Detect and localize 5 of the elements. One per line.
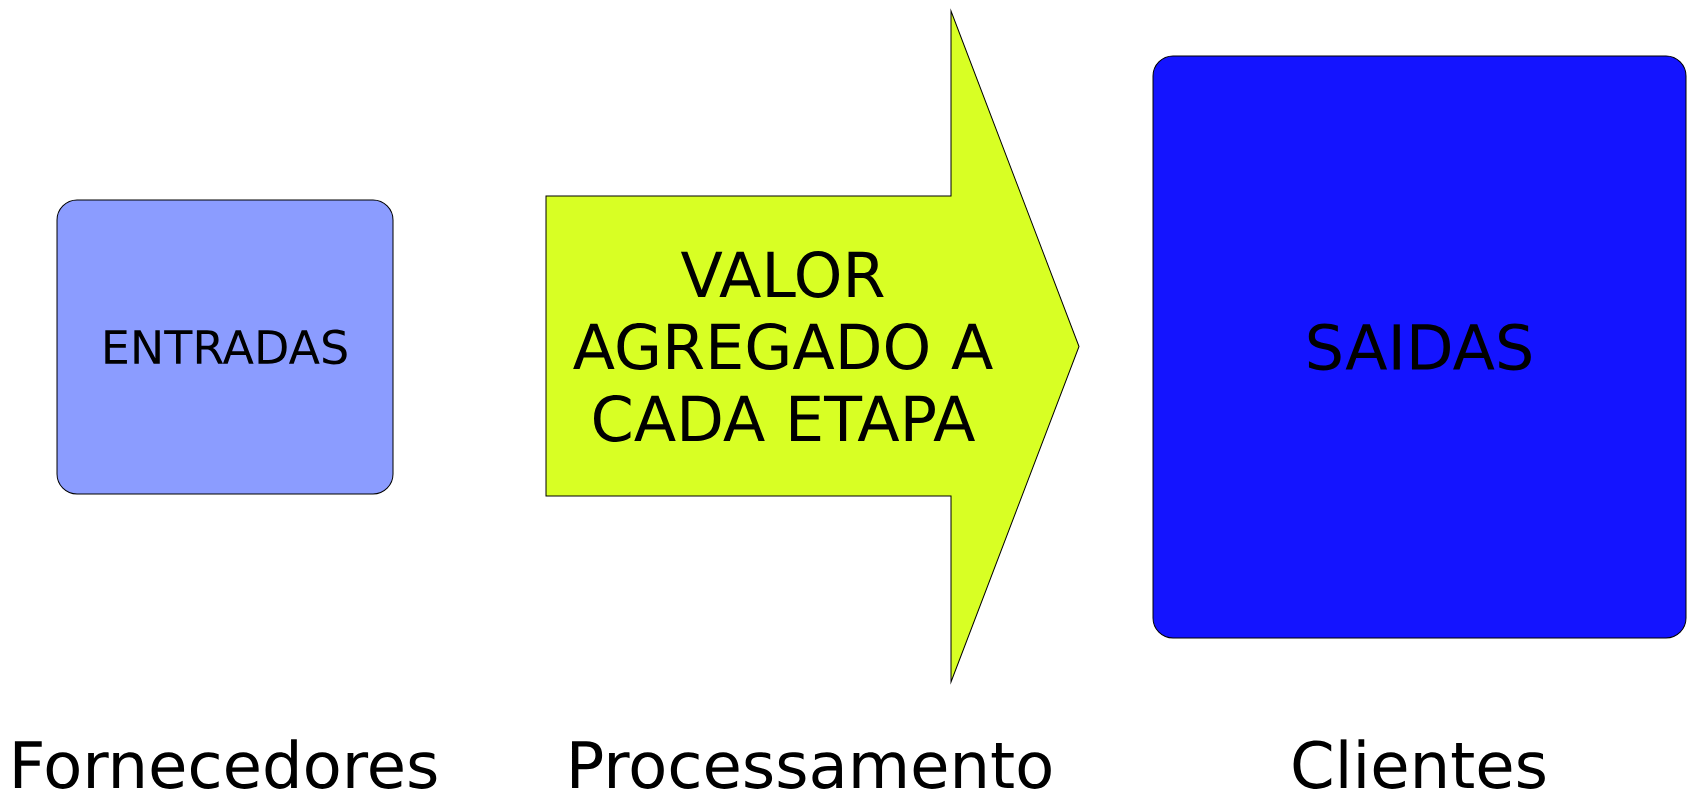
stage-label: Clientes: [1293, 739, 1545, 789]
process-box: ENTRADAS: [56, 199, 394, 495]
stage-label: Fornecedores: [14, 739, 437, 789]
stage-label: Processamento: [572, 741, 1051, 789]
process-box: SAIDAS: [1152, 55, 1687, 639]
